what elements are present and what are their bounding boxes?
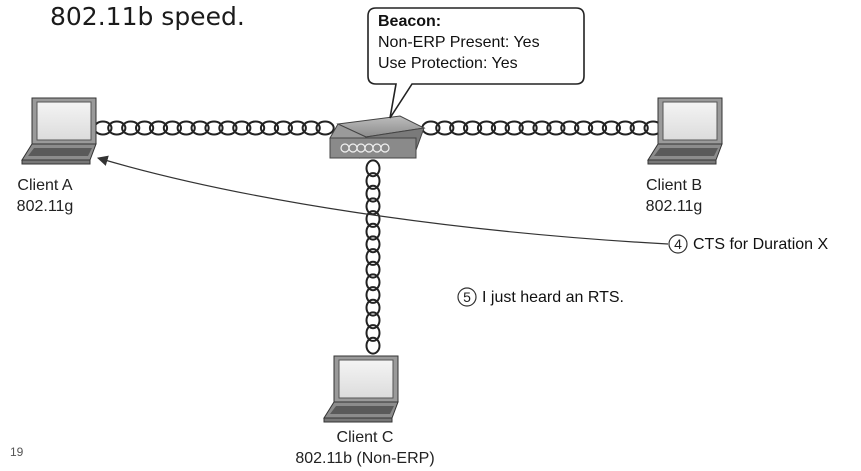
step-5-number: 5 xyxy=(463,289,471,305)
beacon-non-erp-line: Non-ERP Present: Yes xyxy=(378,34,540,51)
step-4-number: 4 xyxy=(674,236,682,252)
step-5-circle xyxy=(457,287,477,307)
step-5-text: I just heard an RTS. xyxy=(482,289,624,306)
laptop-icon-client-a xyxy=(21,97,97,165)
beacon-protection-line: Use Protection: Yes xyxy=(378,55,518,72)
wireless-link-c xyxy=(365,159,381,355)
wireless-link-b xyxy=(421,120,663,136)
client-c-standard: 802.11b (Non-ERP) xyxy=(295,450,435,467)
client-a-standard: 802.11g xyxy=(16,198,74,215)
laptop-icon-client-c xyxy=(323,355,399,423)
beacon-callout-bubble xyxy=(367,7,585,119)
beacon-callout: Beacon: Non-ERP Present: Yes Use Protect… xyxy=(378,11,540,74)
laptop-icon-client-b xyxy=(647,97,723,165)
wireless-link-a xyxy=(93,120,335,136)
client-c-label: Client C 802.11b (Non-ERP) xyxy=(290,427,440,469)
step-4-text: CTS for Duration X xyxy=(693,236,829,253)
slide-heading-fragment: 802.11b speed. xyxy=(50,2,245,31)
beacon-title: Beacon: xyxy=(378,13,442,30)
client-b-label: Client B 802.11g xyxy=(636,175,712,217)
page-number: 19 xyxy=(10,445,24,459)
client-b-name: Client B xyxy=(645,177,703,194)
client-b-standard: 802.11g xyxy=(645,198,703,215)
step-4-circle xyxy=(668,234,688,254)
client-a-name: Client A xyxy=(17,177,73,194)
client-a-label: Client A 802.11g xyxy=(8,175,82,217)
cts-arrow xyxy=(96,155,669,245)
client-c-name: Client C xyxy=(336,429,394,446)
access-point-icon xyxy=(329,115,426,159)
